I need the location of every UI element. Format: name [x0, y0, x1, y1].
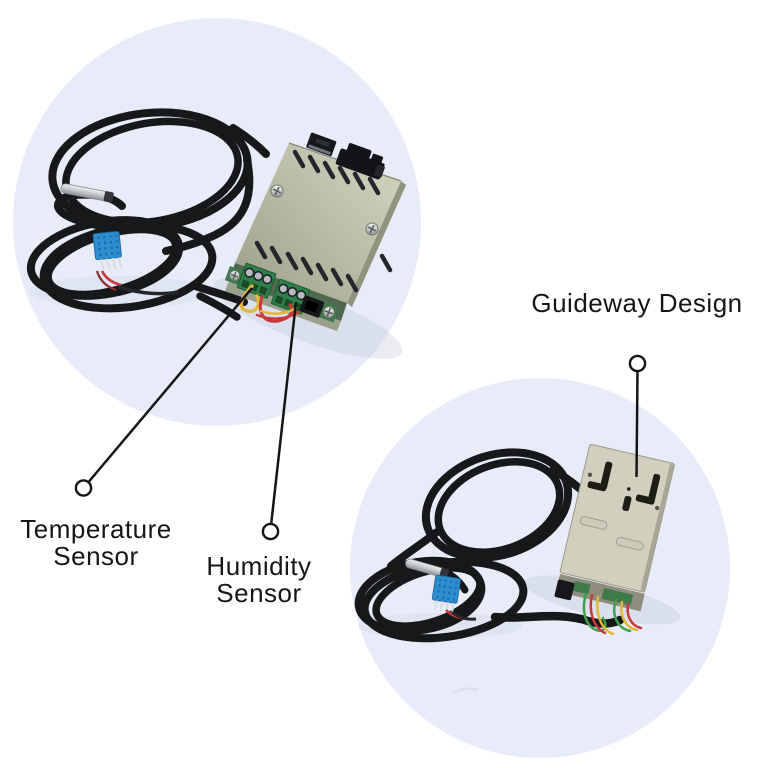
cable-behind-module: [229, 124, 270, 158]
power-jack: [299, 295, 325, 318]
humidity-sensor-label: Humidity Sensor: [206, 551, 312, 609]
module-right-edge: [347, 181, 406, 307]
serial-connector: [335, 143, 386, 180]
humidity-sensor-component: [92, 230, 179, 296]
front-view-photo: [26, 108, 406, 359]
module-back: [554, 443, 675, 612]
callout-line-guideway: [635, 371, 639, 478]
pcb-segment-right: [601, 588, 634, 606]
case-back-shell: [559, 443, 675, 593]
pcb-segment-left: [572, 581, 591, 595]
embossed-recesses: [579, 516, 644, 551]
back-view-photo: [354, 443, 681, 696]
temperature-sensor-label: Temperature Sensor: [20, 514, 172, 572]
module-front: [224, 132, 406, 331]
panel-screws: [270, 184, 379, 236]
guideway-design-label: Guideway Design: [531, 288, 743, 318]
guideway-slots: [587, 461, 661, 512]
pcb-screw-right: [318, 302, 340, 323]
back-connector: [554, 579, 575, 601]
sensor-lead-bundle: [117, 285, 179, 296]
callout-circle-temperature: [74, 479, 93, 497]
callout-line-humidity: [269, 301, 298, 524]
callout-circle-guideway: [628, 354, 647, 373]
hookup-wires: [582, 592, 643, 636]
cable-ring-back: [387, 448, 573, 570]
sensor-wire-red: [100, 270, 122, 287]
sensor-wire-dark: [95, 270, 117, 292]
vent-slots: [254, 149, 393, 293]
temperature-probe: [60, 183, 126, 210]
humidity-sensor-component-back: [431, 574, 477, 621]
callout-line-temperature: [88, 287, 253, 483]
surface-reflection: [451, 687, 479, 696]
callouts: [74, 287, 647, 541]
relay-chip: [306, 132, 337, 157]
callout-circle-humidity: [261, 522, 280, 541]
